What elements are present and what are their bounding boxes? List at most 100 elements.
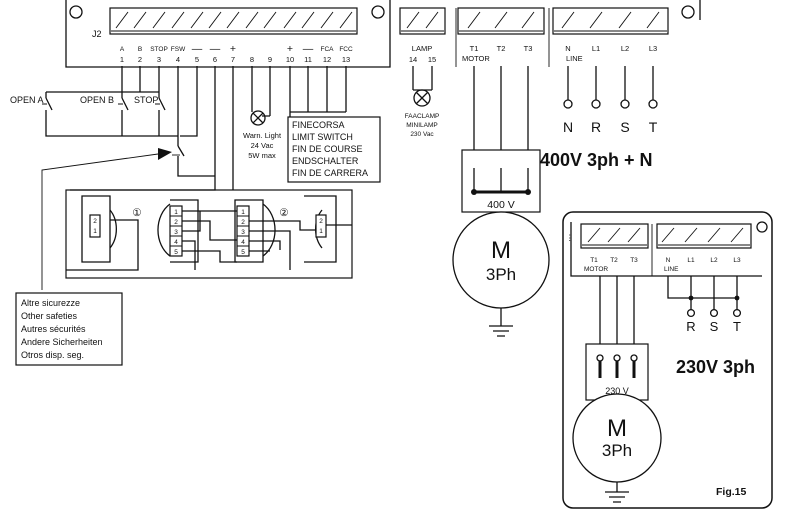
terminal-screw <box>171 11 185 29</box>
other-safeties-label: Altre sicurezze <box>21 298 80 308</box>
terminal-screw <box>152 11 166 29</box>
terminal-screw <box>587 227 601 243</box>
open-b-label: OPEN B <box>80 95 114 105</box>
inset-230v: ⋮ T1 T2 T3 MOTOR N L1 L2 L3 LINE R S T 2… <box>562 211 773 509</box>
terminal-number: 12 <box>323 55 331 64</box>
terminal-screw <box>607 227 621 243</box>
limit-switch-wiring: FINECORSA LIMIT SWITCH FIN DE COURSE END… <box>287 66 381 183</box>
terminal-screw <box>226 11 240 29</box>
photocell-pin: 5 <box>241 249 245 256</box>
inset-line-label: L1 <box>687 257 695 264</box>
warn-light-voltage: 24 Vac <box>251 141 274 150</box>
terminal-screw <box>646 11 660 29</box>
line-terminal-label: L1 <box>592 44 600 53</box>
line-terminal-screws <box>561 11 660 29</box>
limit-switch-label: FINECORSA <box>292 120 345 130</box>
motor-400-letter: M <box>491 237 511 264</box>
line-terminal-label: L3 <box>649 44 657 53</box>
terminal-number: 5 <box>195 55 199 64</box>
terminal-screw <box>283 11 297 29</box>
connector-j2-label: J2 <box>92 29 102 39</box>
inset-line-label: L3 <box>733 257 741 264</box>
terminal-screw <box>627 227 641 243</box>
limit-switch-label: LIMIT SWITCH <box>292 132 353 142</box>
terminal-number: 10 <box>286 55 294 64</box>
terminal-number: 9 <box>268 55 272 64</box>
terminal-number: 4 <box>176 55 180 64</box>
terminal-screw <box>133 11 147 29</box>
line-letter: R <box>591 119 601 135</box>
inset-phase-letter: R <box>686 319 695 334</box>
photocell-pin: 5 <box>174 249 178 256</box>
photocell-pin: 1 <box>241 209 245 216</box>
terminal-screw <box>301 11 315 29</box>
photocell-pin: 1 <box>93 228 97 235</box>
inset-voltage-title: 230V 3ph <box>676 357 755 377</box>
terminal-screw <box>467 11 481 29</box>
terminal-screw <box>190 11 204 29</box>
terminal-label: — <box>303 43 314 55</box>
faac-lamp: FAACLAMP MINILAMP 230 Vac <box>405 66 439 138</box>
inset-line-caption: LINE <box>664 266 679 273</box>
photocell-pin: 1 <box>319 228 323 235</box>
inset-line-label: N <box>666 257 671 264</box>
terminal-screw <box>618 11 632 29</box>
limit-switch-label: ENDSCHALTER <box>292 156 359 166</box>
open-a-label: OPEN A <box>10 95 44 105</box>
line-supply: N R S T <box>563 66 658 135</box>
terminal-screw <box>684 227 698 243</box>
inset-motor-caption: MOTOR <box>584 266 608 273</box>
motor-400v: 400 V M 3Ph <box>452 66 550 337</box>
terminal-screw <box>521 11 535 29</box>
terminal-screw <box>115 11 129 29</box>
terminal-screw <box>494 11 508 29</box>
terminal-label: — <box>210 43 221 55</box>
line-terminal-label: N <box>565 44 570 53</box>
motor-400-voltage: 400 V <box>487 199 514 211</box>
photocell-pin: 3 <box>241 229 245 236</box>
faac-lamp-voltage: 230 Vac <box>410 131 434 138</box>
terminal-number: 13 <box>342 55 350 64</box>
inset-phase-letter: T <box>733 319 741 334</box>
inset-motor-phase: 3Ph <box>602 441 632 460</box>
terminal-label: + <box>287 43 293 55</box>
other-safeties-label: Andere Sicherheiten <box>21 337 103 347</box>
motor-terminal-screws <box>467 11 535 29</box>
other-safeties-label: Otros disp. seg. <box>21 350 84 360</box>
other-safeties-label: Autres sécurités <box>21 324 86 334</box>
other-safeties-label: Other safeties <box>21 311 78 321</box>
inset-motor-letter: M <box>607 415 627 442</box>
photocell-pin: 4 <box>174 239 178 246</box>
photocell-pin: 2 <box>174 219 178 226</box>
j2-terminal-numbers: 1 2 3 4 5 6 7 8 9 10 11 12 13 <box>120 55 350 64</box>
line-letter: T <box>649 119 658 135</box>
warning-light: Warn. Light 24 Vac 5W max <box>243 66 282 160</box>
main-voltage-title: 400V 3ph + N <box>540 150 653 170</box>
terminal-number: 15 <box>428 55 436 64</box>
photocell-pin: 1 <box>174 209 178 216</box>
other-safeties-box: Altre sicurezze Other safeties Autres sé… <box>15 292 123 366</box>
motor-terminal-label: T3 <box>524 44 533 53</box>
terminal-number: 8 <box>250 55 254 64</box>
terminal-number: 3 <box>157 55 161 64</box>
terminal-number: 14 <box>409 55 417 64</box>
photocell-pin: 2 <box>241 219 245 226</box>
terminal-screw <box>245 11 259 29</box>
photocells: 2 1 ① 1 2 3 4 5 1 2 3 4 5 ② 2 1 <box>65 189 353 279</box>
terminal-label: FCC <box>339 46 353 53</box>
lamp-terminal-block: LAMP 14 15 <box>399 7 446 64</box>
safety-number: ① <box>132 207 142 219</box>
line-letter: N <box>563 119 573 135</box>
limit-switch-label: FIN DE COURSE <box>292 144 363 154</box>
warn-light-label: Warn. Light <box>243 131 282 140</box>
motor-terminal-caption: MOTOR <box>462 54 490 63</box>
lamp-terminal-screws <box>406 11 439 29</box>
terminal-label: B <box>138 46 142 53</box>
terminal-screw <box>589 11 603 29</box>
lamp-terminal-title: LAMP <box>412 44 432 53</box>
terminal-screw <box>320 11 334 29</box>
inset-phase-letter: S <box>710 319 719 334</box>
inset-motor-screws <box>587 227 641 243</box>
terminal-label: + <box>230 43 236 55</box>
